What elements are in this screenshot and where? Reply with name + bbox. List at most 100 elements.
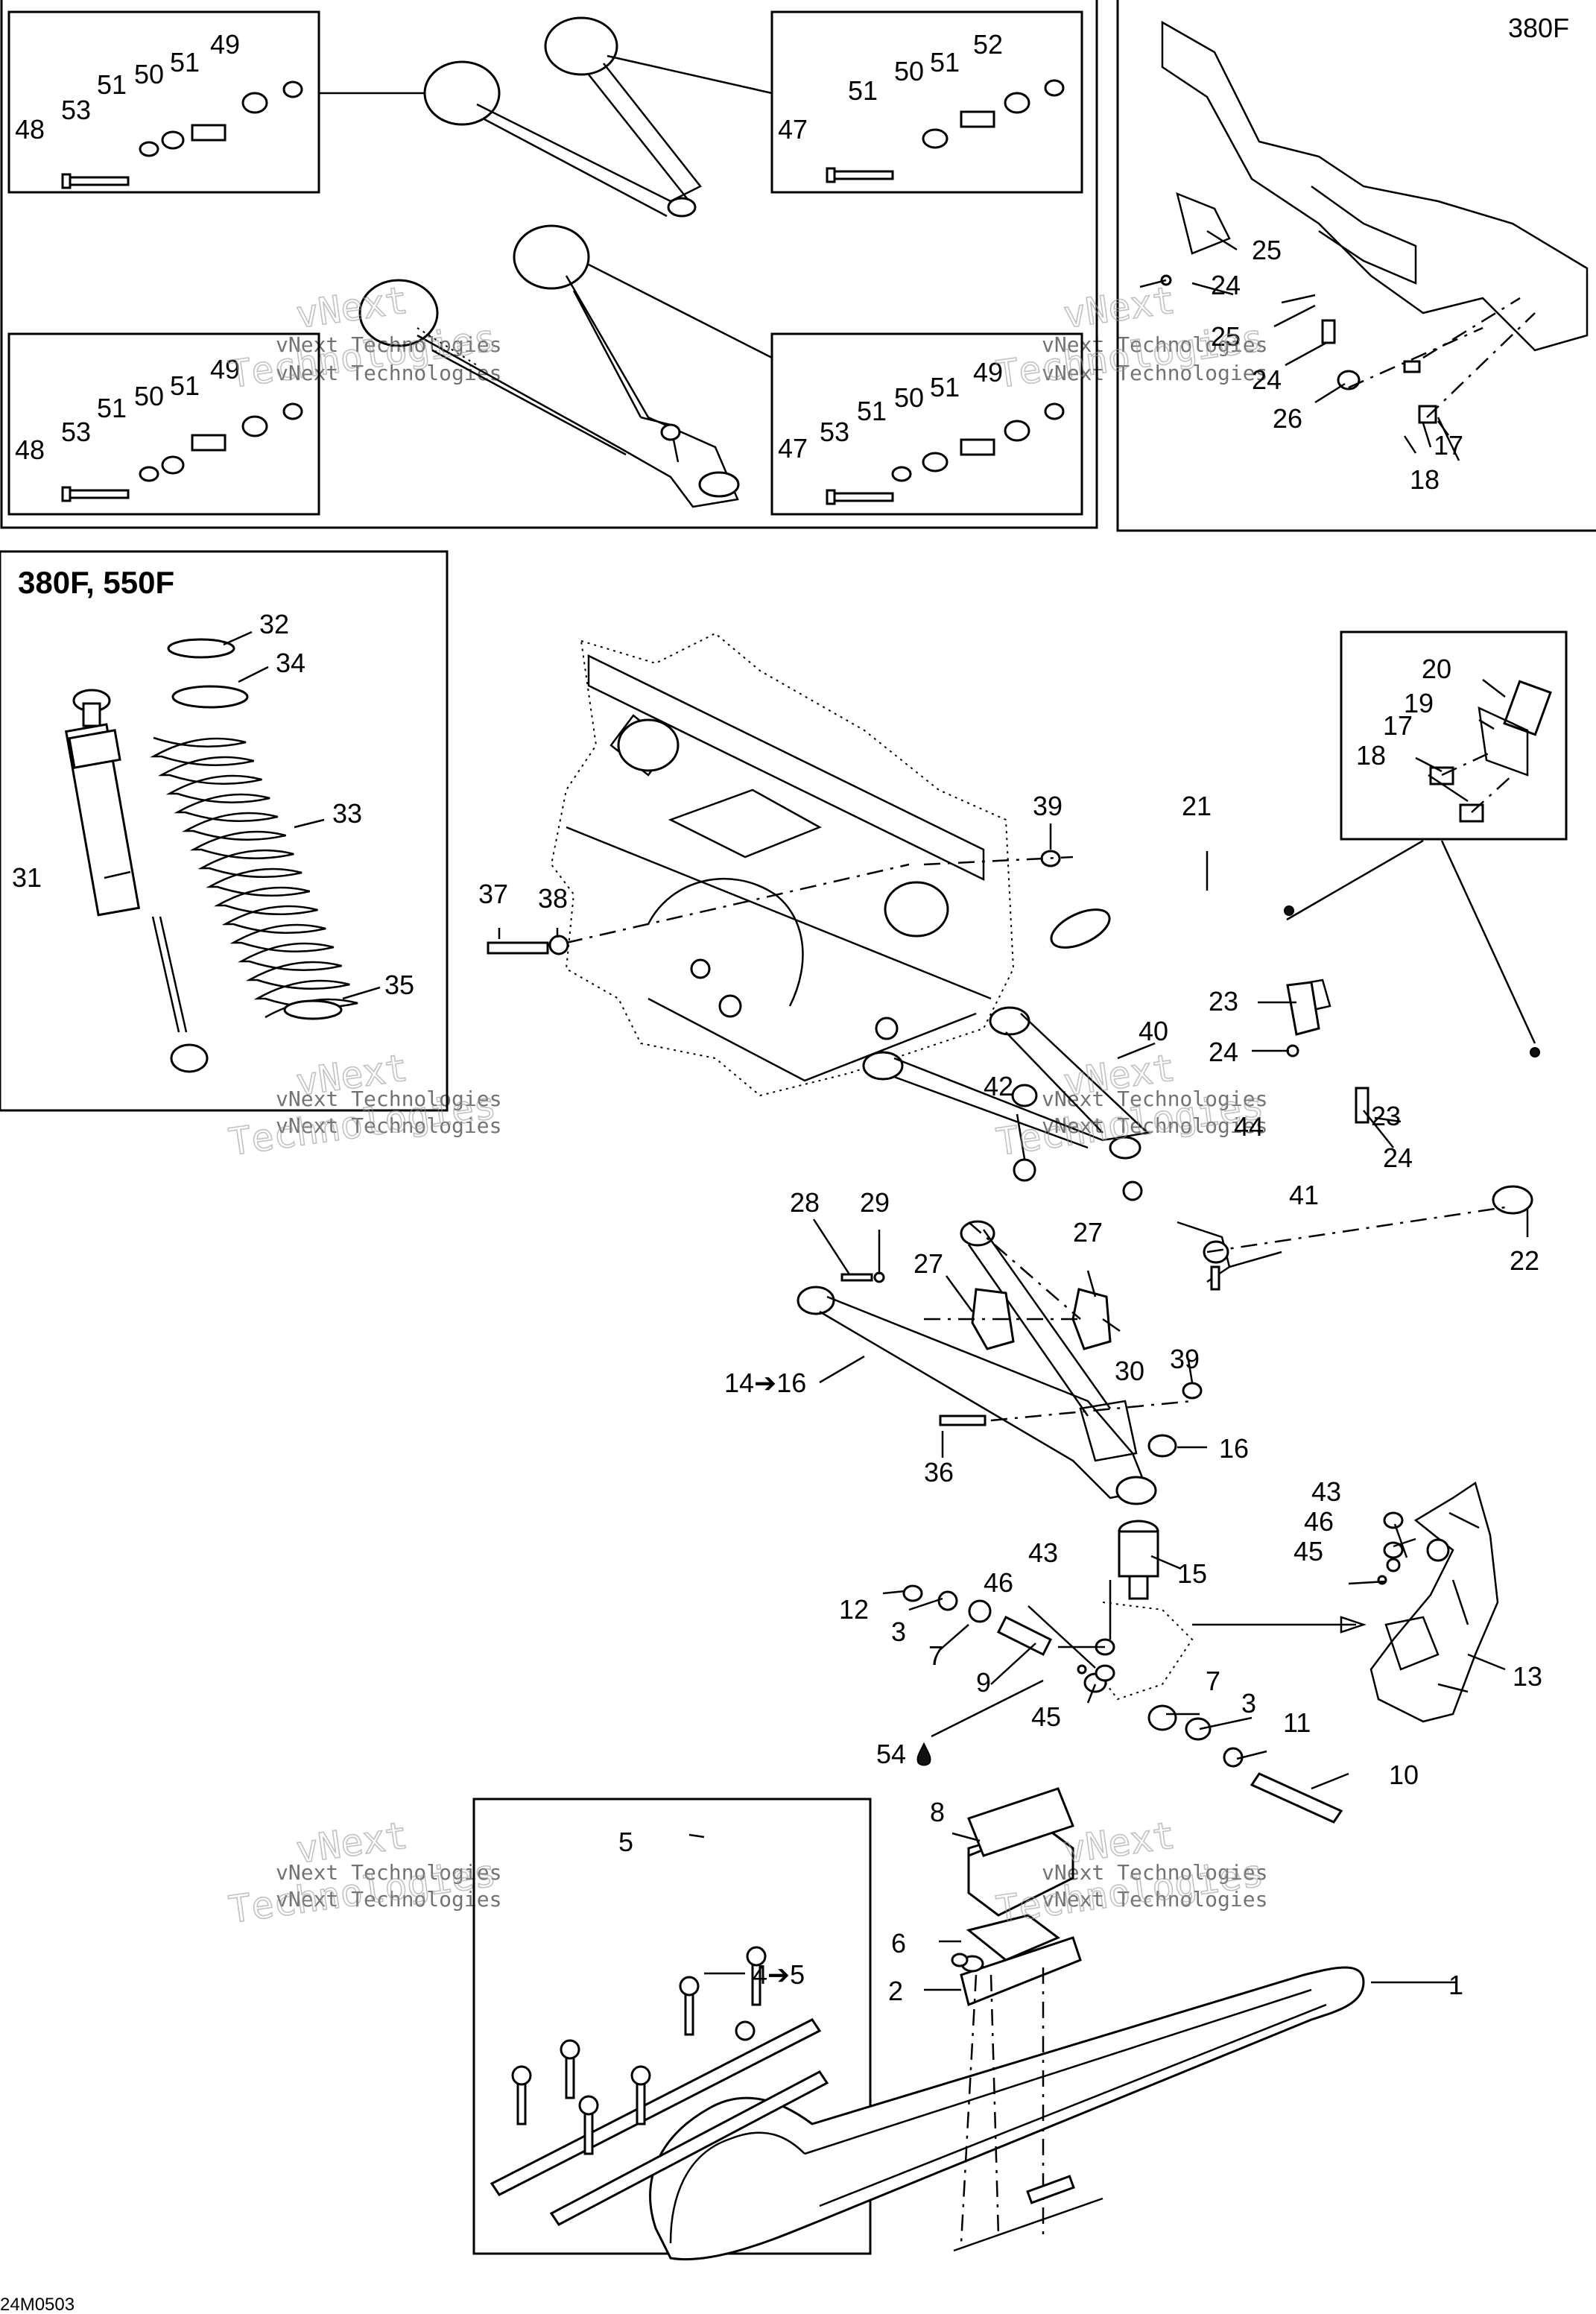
watermark-inline: vNext Technologies — [276, 1860, 501, 1885]
watermark-inline: vNext Technologies — [1042, 1087, 1267, 1111]
label-p10: 10 — [1389, 1760, 1419, 1790]
label-p24c: 24 — [1209, 1037, 1238, 1067]
label-p20: 20 — [1422, 654, 1451, 684]
ski-leg-spindle — [1095, 1482, 1499, 1723]
sway-bar-bushing-detail — [1429, 680, 1552, 823]
label-p25b: 25 — [1211, 321, 1241, 352]
label-bl50: 50 — [134, 381, 164, 411]
label-p29: 29 — [860, 1187, 890, 1218]
panel-frames — [0, 0, 1596, 2255]
lower-a-arm — [797, 1220, 1157, 1505]
label-p46b: 46 — [984, 1567, 1013, 1598]
label-p33: 33 — [332, 798, 362, 829]
spindle-pin — [902, 1584, 1343, 1824]
label-tl51a: 51 — [97, 69, 127, 100]
upper-a-arm — [862, 1006, 1150, 1160]
label-p3b: 3 — [1241, 1688, 1256, 1719]
top-right-variant-label: 380F — [1508, 13, 1569, 43]
label-p7a: 7 — [928, 1640, 943, 1671]
hardware-stack-br — [826, 402, 1065, 505]
label-p28: 28 — [790, 1187, 820, 1218]
label-p4to5: 4➔5 — [753, 1959, 805, 1990]
label-p15: 15 — [1177, 1558, 1207, 1589]
watermark-inline: vNext Technologies — [276, 1113, 501, 1138]
label-p7b: 7 — [1206, 1666, 1220, 1696]
shock-absorber — [64, 689, 209, 1073]
label-p16: 16 — [1219, 1433, 1249, 1464]
label-p40: 40 — [1139, 1016, 1168, 1046]
label-p26: 26 — [1273, 403, 1302, 434]
tie-rod-end — [1177, 1206, 1506, 1291]
label-p12: 12 — [839, 1594, 869, 1625]
watermarks: vNext Technologies vNext Technologies vN… — [226, 278, 1268, 1932]
label-p18a: 18 — [1410, 464, 1440, 495]
watermark-inline: vNext Technologies — [276, 361, 501, 385]
label-tl51b: 51 — [170, 47, 200, 78]
hardware-stack-bl — [61, 402, 303, 502]
chassis-frame — [550, 632, 1015, 1097]
label-p18b: 18 — [1356, 740, 1386, 771]
label-p36: 36 — [924, 1457, 954, 1488]
label-p43a: 43 — [1311, 1476, 1341, 1507]
ball-joint — [1118, 1520, 1159, 1600]
label-p44: 44 — [1234, 1111, 1264, 1142]
watermark-inline: vNext Technologies — [1042, 1887, 1267, 1912]
hardware-stack-tl — [61, 80, 303, 189]
leader-lines — [104, 230, 1536, 1991]
label-p17a: 17 — [1434, 430, 1463, 461]
label-br50: 50 — [894, 382, 924, 413]
watermark-inline: vNext Technologies — [276, 332, 501, 357]
label-p2: 2 — [888, 1976, 903, 2006]
label-p24a: 24 — [1211, 270, 1241, 300]
shock-variant-label: 380F, 550F — [18, 565, 174, 600]
label-br49: 49 — [973, 357, 1003, 388]
label-p24b: 24 — [1252, 364, 1282, 395]
label-bl53: 53 — [61, 417, 91, 447]
label-p19: 19 — [1404, 688, 1434, 718]
label-p27a: 27 — [913, 1248, 943, 1279]
label-p35: 35 — [384, 970, 414, 1000]
label-tr52: 52 — [973, 29, 1003, 60]
label-p34: 34 — [276, 648, 305, 678]
label-p8: 8 — [930, 1797, 945, 1827]
watermark-inline: vNext Technologies — [1042, 1113, 1267, 1138]
label-p23a: 23 — [1209, 986, 1238, 1017]
label-tl53: 53 — [61, 95, 91, 125]
watermark-inline: vNext Technologies — [1042, 1860, 1267, 1885]
label-tr50: 50 — [894, 56, 924, 86]
label-tr51a: 51 — [848, 75, 878, 106]
label-p6: 6 — [891, 1928, 906, 1959]
label-p5: 5 — [618, 1827, 633, 1857]
label-p17b: 17 — [1383, 710, 1413, 741]
label-br51a: 51 — [857, 396, 887, 426]
misc-hardware — [487, 850, 1404, 1967]
arm-guards — [924, 1221, 1112, 1350]
label-p39b: 39 — [1170, 1344, 1200, 1374]
label-tl50: 50 — [134, 59, 164, 89]
label-br51b: 51 — [930, 372, 960, 402]
sway-bar — [1042, 883, 1583, 1215]
label-p38: 38 — [538, 883, 568, 914]
label-p22: 22 — [1510, 1245, 1539, 1276]
label-bl51a: 51 — [97, 393, 127, 423]
watermark-inline: vNext Technologies — [276, 1087, 501, 1111]
watermark-outline-vnext: vNext — [1061, 278, 1178, 336]
label-p3a: 3 — [891, 1616, 906, 1647]
watermark-inline: vNext Technologies — [276, 1887, 501, 1912]
carbide-runners — [490, 1946, 829, 2226]
label-p37: 37 — [478, 879, 508, 909]
label-tl49: 49 — [210, 29, 240, 60]
label-br47: 47 — [778, 433, 808, 464]
label-p41: 41 — [1289, 1180, 1319, 1210]
label-p54: 54 — [876, 1739, 906, 1769]
label-p27b: 27 — [1073, 1217, 1103, 1248]
label-p1: 1 — [1448, 1970, 1463, 2000]
label-p14to16: 14➔16 — [724, 1368, 806, 1398]
label-bl51b: 51 — [170, 370, 200, 401]
label-tr47: 47 — [778, 114, 808, 145]
label-p23b: 23 — [1371, 1101, 1401, 1131]
label-p45b: 45 — [1031, 1701, 1061, 1732]
label-p30: 30 — [1115, 1356, 1144, 1386]
label-p31: 31 — [12, 862, 42, 893]
